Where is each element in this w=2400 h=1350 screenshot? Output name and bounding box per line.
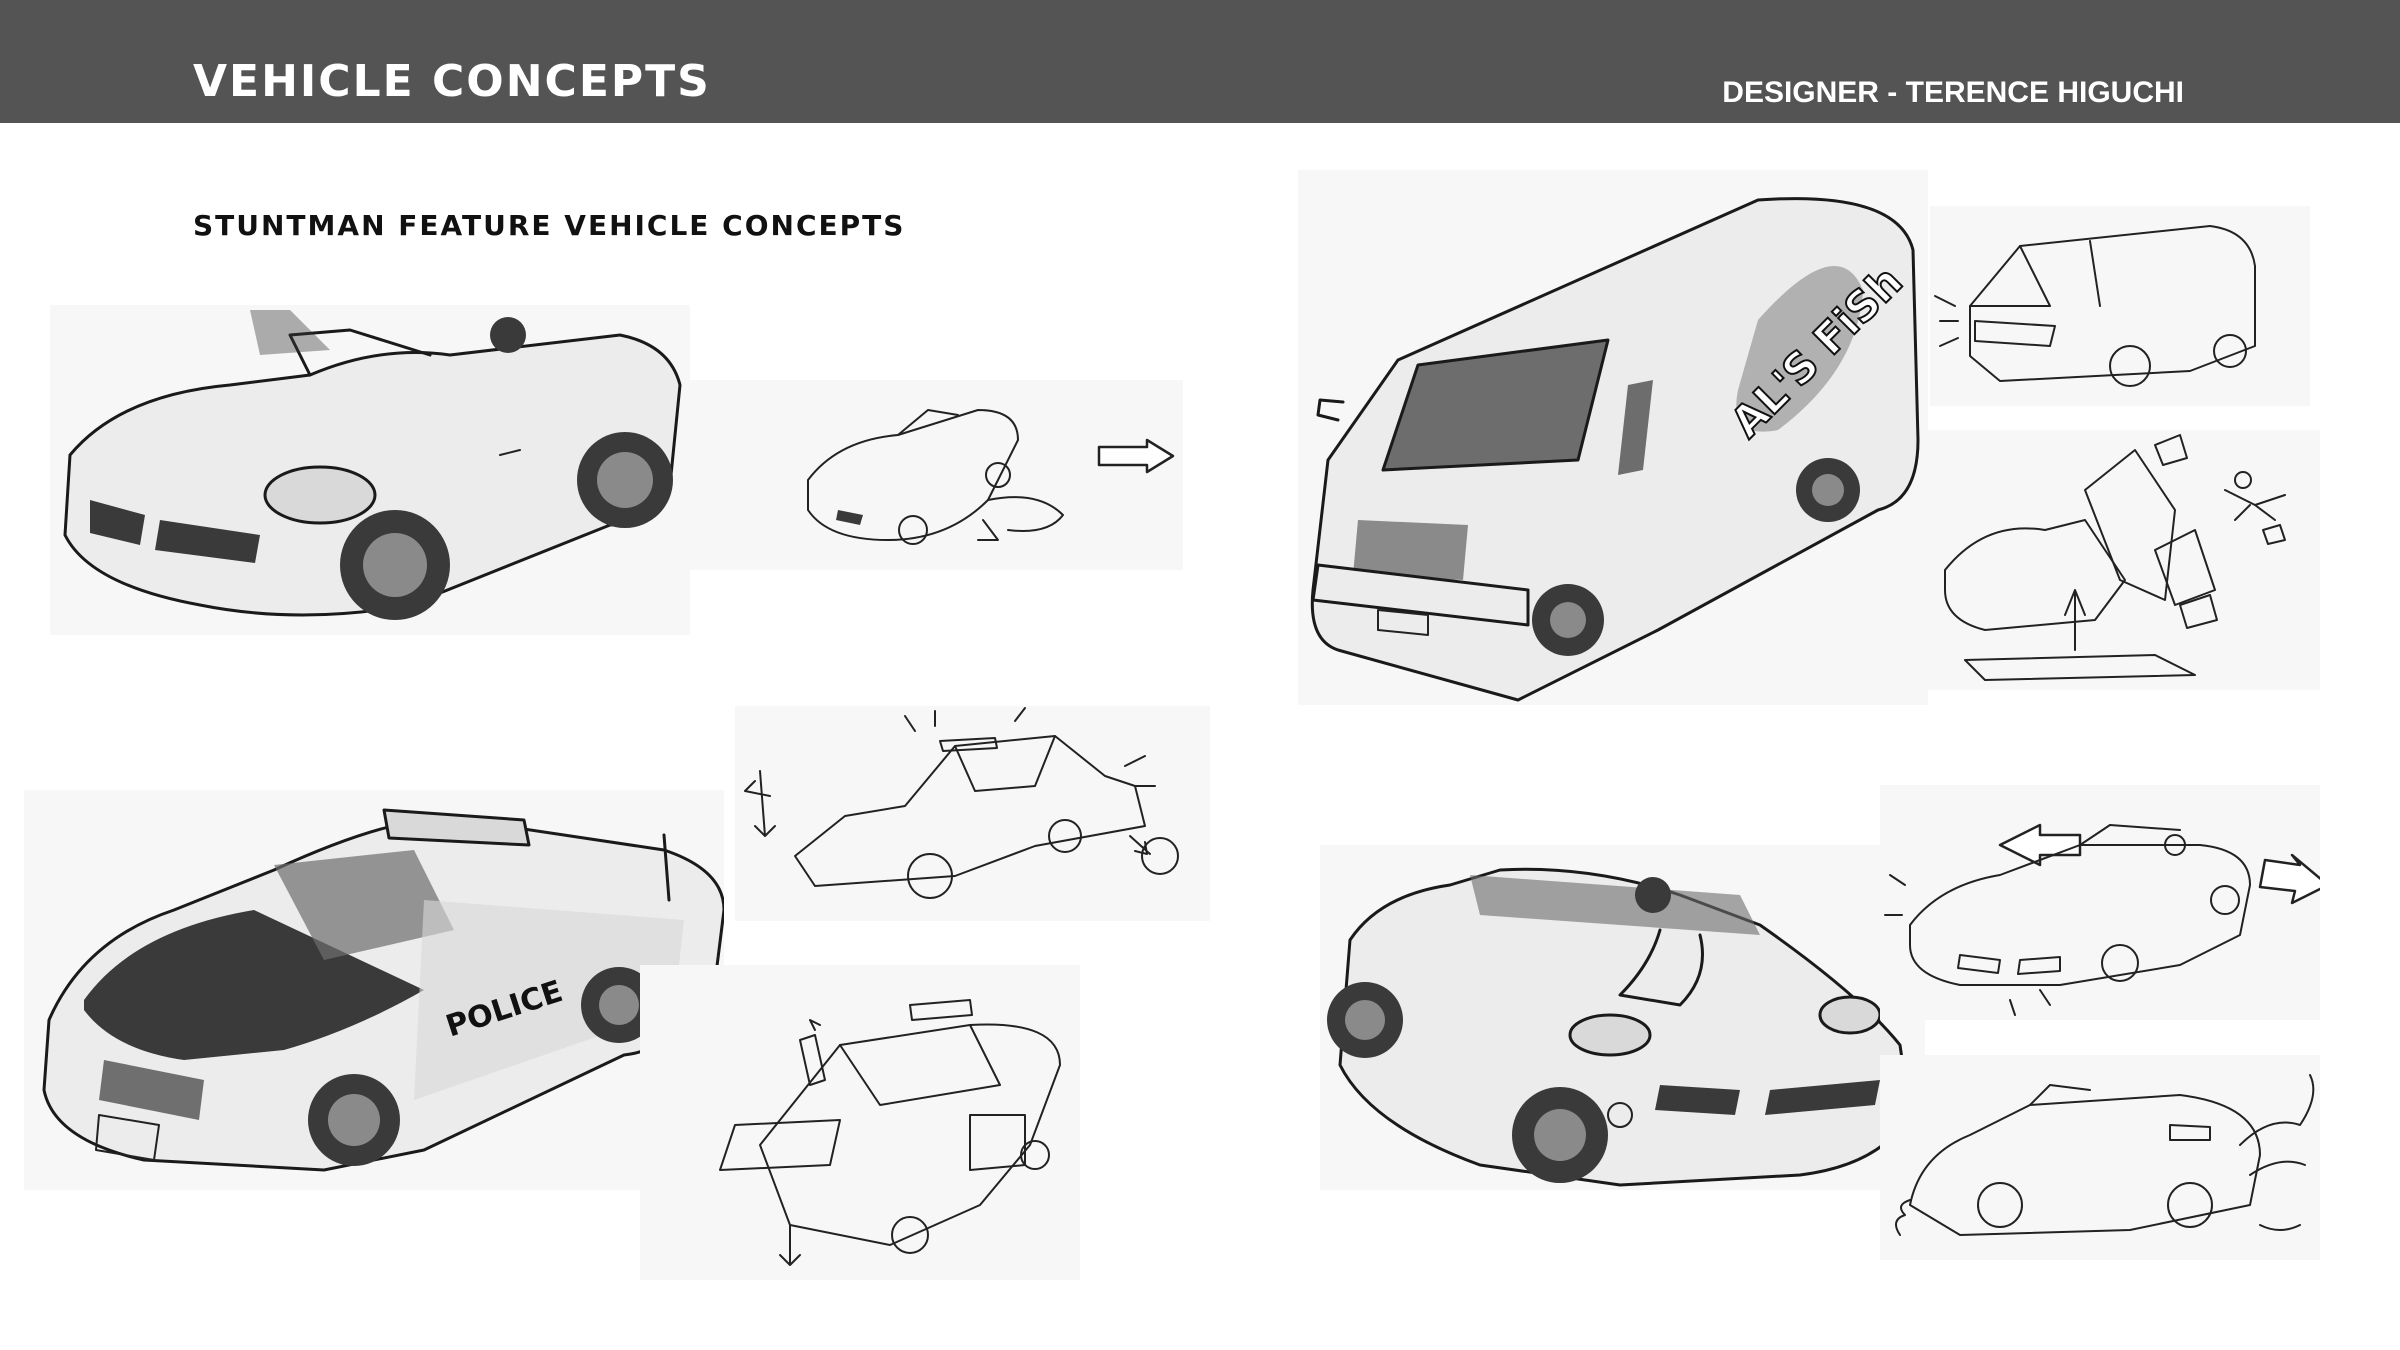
convertible-burnout-sketch [1880,1055,2320,1260]
section-title: STUNTMAN FEATURE VEHICLE CONCEPTS [193,209,906,242]
designer-credit: DESIGNER - TERENCE HIGUCHI [1722,76,2184,109]
police-doors-open-sketch [640,965,1080,1280]
van-crash-sketch [1925,430,2320,690]
page-title: VEHICLE CONCEPTS [193,56,711,107]
header-bar: VEHICLE CONCEPTS DESIGNER - TERENCE HIGU… [0,0,2400,123]
convertible-jump-sketch [1880,785,2320,1020]
police-wheel-off-sketch [735,706,1210,921]
police-car-main-illustration: POLICE [24,790,724,1190]
roadster-main-illustration [50,305,690,635]
van-skid-sketch [1930,206,2310,406]
van-main-illustration: AL'S FiSh [1298,170,1928,705]
arrow-right-icon [1097,438,1175,474]
roadster-spin-sketch [688,380,1183,570]
convertible-main-illustration [1320,845,1925,1190]
